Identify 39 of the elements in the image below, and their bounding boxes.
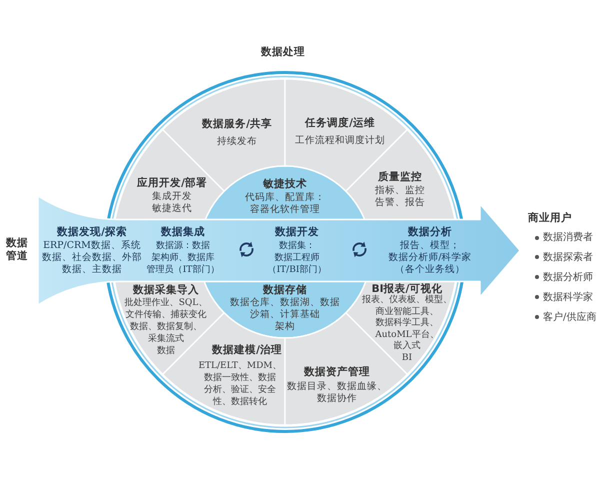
description-text: 数据集：数据工程师（IT/BI部门） (267, 240, 327, 276)
section-title: 质量监控 (378, 171, 422, 184)
section-title: 数据资产管理 (304, 366, 370, 379)
section-title: BI报表/可视化 (372, 283, 442, 295)
section-title: 数据存储 (262, 284, 308, 297)
list-item: 数据科学家 (543, 290, 593, 304)
description-text: 数据目录、数据血缘、数据协作 (286, 381, 388, 405)
description-text: 数据仓库、数据湖、数据沙箱、计算基础架构 (230, 297, 340, 333)
description-text: 数据源：数据架构师、数据库管理员（IT部门） (146, 240, 220, 276)
description-text: 集成开发敏捷迭代 (152, 191, 192, 215)
list-item: 数据探索者 (543, 250, 593, 264)
ring-sector (161, 78, 286, 193)
section-title: 任务调度/运维 (304, 117, 376, 130)
description-text: 报表、仪表板、模型、商业智能工具、数据科学工具、AutoML平台、嵌入式BI (362, 295, 452, 364)
description-text: ETL/ELT、MDM、数据一致性、数据分析、验证、安全性、数据转化 (198, 360, 282, 408)
description-text: ERP/CRM数据、系统数据、社会数据、外部数据、主数据 (42, 240, 142, 276)
section-title: 数据服务/共享 (202, 118, 272, 131)
side-label: 数据管道 (6, 237, 28, 263)
description-text: 报告、模型；数据分析师/科学家（各个业务线） (388, 240, 472, 276)
section-title: 数据发现/探索 (56, 226, 128, 239)
section-title: 敏捷技术 (262, 178, 308, 191)
section-title: 数据采集导入 (132, 284, 200, 296)
list-heading: 商业用户 (528, 212, 572, 225)
list-item: 数据分析师 (543, 270, 593, 284)
description-text: 持续发布 (216, 136, 258, 148)
section-title: 数据分析 (408, 226, 452, 239)
description-text: 代码库、配置库：容器化软件管理 (244, 192, 326, 216)
ring-sector (113, 128, 226, 221)
description-text: 工作流程和调度计划 (294, 135, 386, 147)
section-title: 数据集成 (160, 226, 206, 239)
section-title: 应用开发/部署 (136, 177, 208, 190)
section-title: 数据建模/治理 (212, 344, 282, 357)
list-item: 数据消费者 (543, 231, 593, 244)
description-text: 指标、监控告警、报告 (374, 185, 426, 209)
description-text: 批处理作业、SQL、文件传输、捕获变化数据、数据复制、采集流式数据 (124, 296, 208, 356)
list-item: 客户/供应商 (543, 310, 596, 324)
circle-title: 数据处理 (260, 46, 306, 59)
section-title: 数据开发 (274, 226, 320, 239)
ring-sector (344, 128, 457, 221)
